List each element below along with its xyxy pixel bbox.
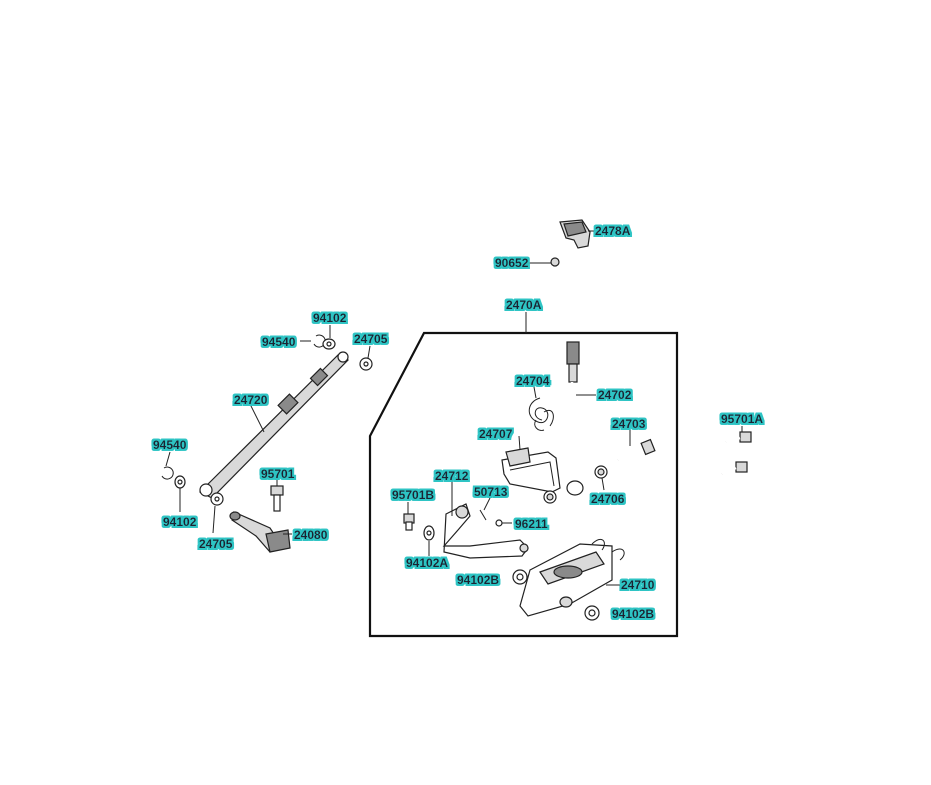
label-24704: 24704: [516, 374, 550, 388]
spring-pin-50713: [479, 497, 491, 521]
washer-94102B-right: [584, 605, 600, 621]
label-50713: 50713: [474, 485, 508, 499]
washer-94102B-left: [512, 569, 528, 585]
bolts-95701A: [721, 426, 752, 476]
assembly-box-2470A: [368, 331, 679, 638]
label-90652: 90652: [495, 256, 529, 270]
spring-24704: [528, 386, 554, 431]
bracket-24707: [501, 435, 561, 493]
bushing-24706: [594, 465, 608, 491]
washer-94102-left: [174, 475, 186, 512]
label-94102B-left: 94102B: [457, 573, 499, 587]
circlip-94540-left: [161, 451, 174, 480]
label-94540-left: 94540: [153, 438, 187, 452]
label-24712: 24712: [435, 469, 469, 483]
shift-plate-24710: [519, 538, 625, 617]
label-24720: 24720: [234, 393, 268, 407]
label-94540-top: 94540: [262, 335, 296, 349]
washer-24705-bottom: [210, 492, 224, 534]
label-24702: 24702: [598, 388, 632, 402]
label-94102-left: 94102: [163, 515, 197, 529]
label-2470A: 2470A: [506, 298, 542, 312]
washer-94102-top: [322, 325, 336, 350]
label-24703: 24703: [612, 417, 646, 431]
label-95701B: 95701B: [392, 488, 434, 502]
label-94102B-right: 94102B: [612, 607, 654, 621]
label-94102A: 94102A: [406, 556, 448, 570]
bolt-95701B: [403, 502, 415, 531]
label-95701A: 95701A: [721, 412, 763, 426]
label-24705-bottom: 24705: [199, 537, 233, 551]
circlip-94540-top: [300, 334, 326, 348]
shift-rod-24720: [198, 351, 350, 499]
label-24705-top: 24705: [354, 332, 388, 346]
label-24710: 24710: [621, 578, 655, 592]
label-96211: 96211: [515, 517, 548, 531]
lever-24712: [442, 482, 529, 559]
shift-pedal-rubber-2478A: [559, 219, 595, 249]
shaft-24702: [566, 341, 596, 496]
label-24080: 24080: [294, 528, 328, 542]
screw-90652: [529, 257, 560, 267]
ball-96211: [495, 519, 512, 527]
label-94102-top: 94102: [313, 311, 347, 325]
washer-94102A: [423, 525, 435, 556]
label-24706: 24706: [591, 492, 625, 506]
label-24707: 24707: [479, 427, 513, 441]
bolt-95701: [270, 478, 284, 512]
washer-24705-top: [359, 345, 373, 371]
label-95701: 95701: [261, 467, 295, 481]
bushing-small: [543, 490, 557, 504]
shift-lever-24080: [229, 511, 292, 553]
label-2478A: 2478A: [595, 224, 631, 238]
bolt-24703: [617, 430, 656, 462]
